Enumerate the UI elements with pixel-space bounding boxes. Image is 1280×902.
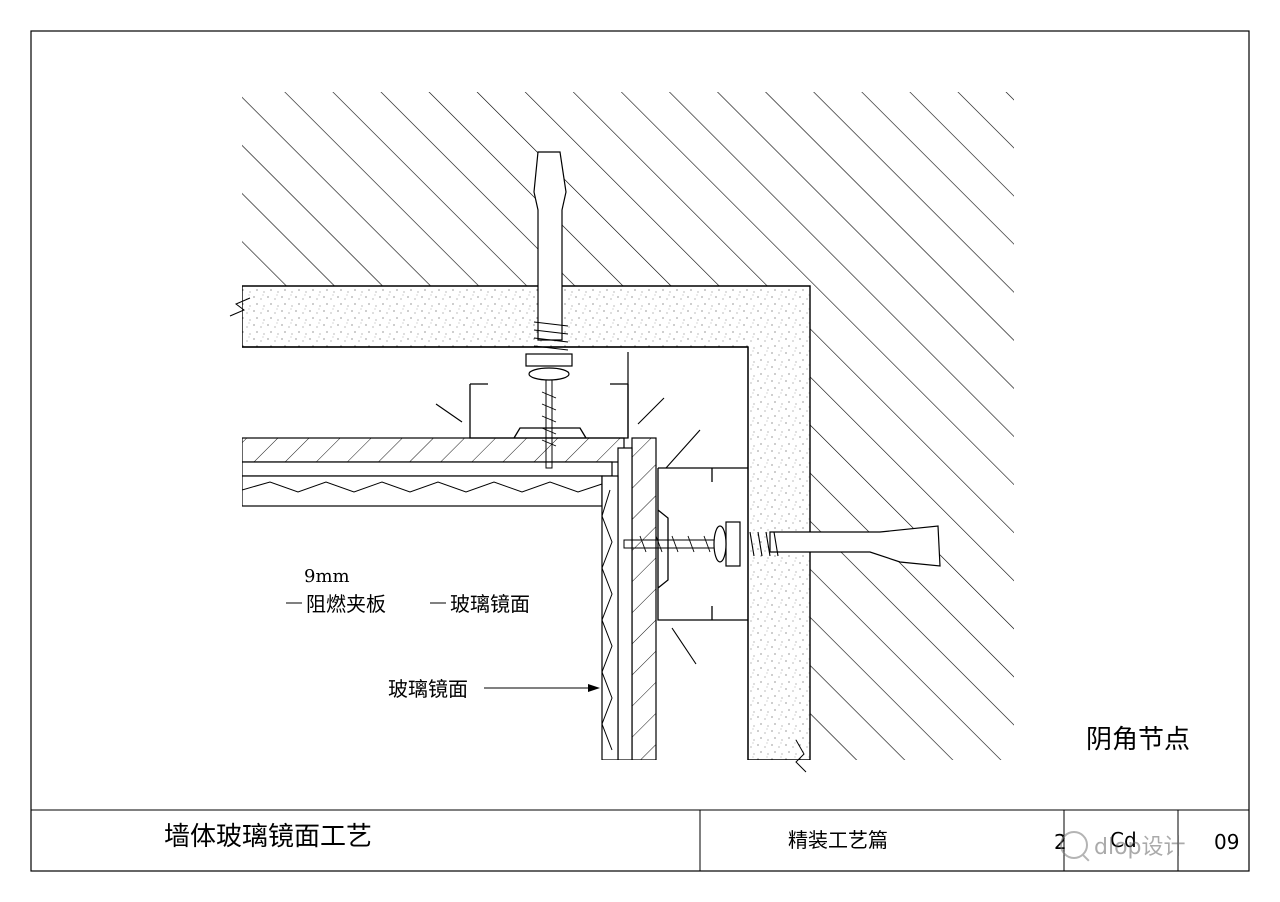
fire-board-label: 阻燃夹板 bbox=[306, 592, 386, 616]
anchor-bolt-side bbox=[769, 525, 941, 567]
bolt-thread-side bbox=[749, 531, 779, 557]
watermark: dlop设计 bbox=[1060, 828, 1250, 862]
watermark-text: dlop设计 bbox=[1094, 835, 1186, 860]
glass-mirror-vertical bbox=[617, 447, 633, 760]
glass-mirror-top-label: 玻璃镜面 bbox=[450, 592, 530, 616]
adhesive-zigzag-horizontal bbox=[242, 481, 603, 493]
concrete-wall bbox=[242, 92, 1014, 760]
break-mark-left bbox=[229, 297, 251, 317]
bolt-thread-top bbox=[533, 321, 569, 351]
sheet-number: 09 bbox=[1214, 830, 1240, 854]
screw-top bbox=[545, 379, 553, 469]
detail-title: 阴角节点 bbox=[1086, 725, 1191, 755]
c-channel-side bbox=[657, 467, 748, 621]
fire-board-horizontal bbox=[242, 437, 625, 463]
chat-bubble-icon bbox=[1060, 831, 1088, 859]
sheet-border bbox=[30, 30, 1250, 872]
break-mark-bottom bbox=[795, 739, 807, 773]
board-thickness-label: 9mm bbox=[304, 566, 350, 587]
bolt-nut-side bbox=[725, 521, 741, 567]
adhesive-zigzag-vertical bbox=[601, 489, 613, 751]
drawing-title: 墙体玻璃镜面工艺 bbox=[164, 822, 373, 852]
c-channel-top bbox=[469, 383, 629, 439]
sheet-code: Cd bbox=[1110, 828, 1137, 852]
glass-mirror-side-label: 玻璃镜面 bbox=[388, 677, 468, 701]
glass-mirror-horizontal bbox=[242, 461, 613, 477]
screw-side bbox=[623, 539, 715, 549]
anchor-bolt-top bbox=[533, 151, 567, 341]
fire-board-vertical bbox=[631, 437, 657, 760]
drawing-category: 精装工艺篇 bbox=[788, 828, 888, 852]
glass-layer-vertical bbox=[601, 475, 619, 760]
bolt-nut-top bbox=[525, 353, 573, 367]
